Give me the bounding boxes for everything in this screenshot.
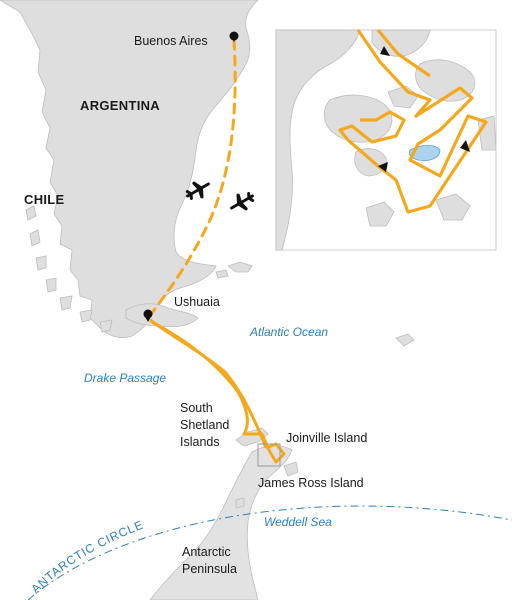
airplane-icon bbox=[230, 192, 255, 211]
label-atlantic-ocean: Atlantic Ocean bbox=[249, 325, 328, 339]
ship-route-return bbox=[151, 320, 286, 464]
label-south-shetland-1: South bbox=[180, 401, 213, 415]
label-south-shetland-3: Islands bbox=[180, 435, 220, 449]
tierra-del-fuego bbox=[125, 303, 199, 328]
label-peninsula: Peninsula bbox=[182, 562, 237, 576]
antarctic-circle-line bbox=[27, 505, 512, 600]
direction-arrow-icon bbox=[380, 46, 390, 56]
airplane-icon bbox=[185, 181, 210, 200]
label-james-ross-island: James Ross Island bbox=[258, 476, 364, 490]
direction-arrow-icon bbox=[460, 140, 470, 152]
south-america-landmass bbox=[0, 0, 259, 338]
label-chile: CHILE bbox=[24, 192, 65, 207]
label-drake-passage: Drake Passage bbox=[84, 371, 166, 385]
location-pin-icon bbox=[229, 31, 239, 42]
label-south-shetland-2: Shetland bbox=[180, 418, 229, 432]
peninsula-islands bbox=[235, 461, 299, 509]
inset-indicator bbox=[257, 443, 281, 467]
label-weddell-sea: Weddell Sea bbox=[264, 515, 332, 529]
south-georgia bbox=[395, 333, 415, 347]
antarctic-peninsula bbox=[149, 445, 293, 600]
flight-route bbox=[146, 38, 237, 320]
label-joinville-island: Joinville Island bbox=[286, 431, 367, 445]
label-antarctic: Antarctic bbox=[182, 545, 231, 559]
label-argentina: ARGENTINA bbox=[80, 98, 160, 113]
antarctic-circle-label: ANTARCTIC CIRCLE bbox=[28, 518, 145, 597]
label-ushuaia: Ushuaia bbox=[174, 295, 220, 309]
falkland-islands bbox=[215, 261, 253, 279]
label-buenos-aires: Buenos Aires bbox=[134, 34, 208, 48]
location-pin-icon bbox=[143, 309, 153, 322]
direction-arrow-icon bbox=[378, 162, 388, 172]
chile-coast-islands bbox=[25, 205, 113, 333]
inset-map bbox=[275, 28, 497, 251]
